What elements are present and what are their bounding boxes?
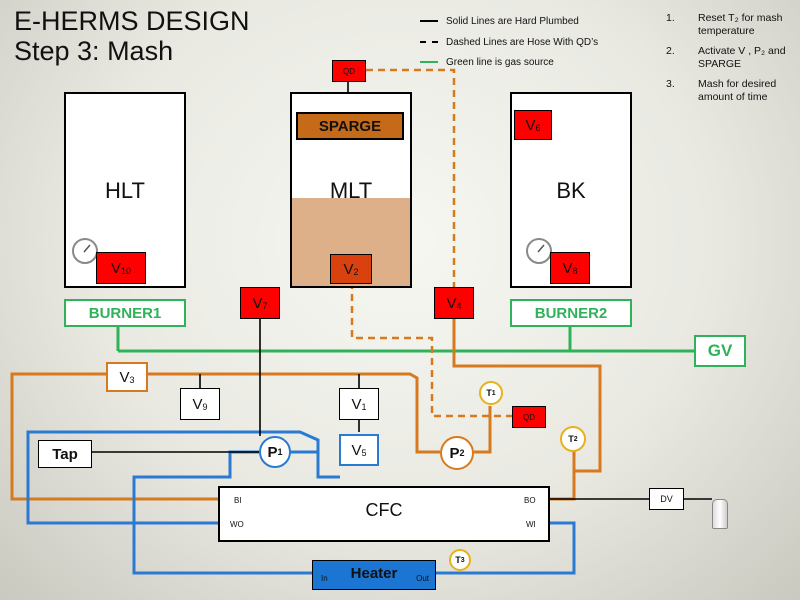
gas-line [116,327,694,353]
step-1: 1. Reset T₂ for mash temperature [666,12,796,38]
legend-green-text: Green line is gas source [446,57,554,68]
temp-t1-sub: 1 [491,389,496,397]
cfc-port-bo: BO [524,496,536,505]
heater-label: Heater [350,565,398,582]
valve-v8-name: V [562,259,573,277]
valve-v1-name: V [351,395,362,413]
solid-line-swatch [420,20,438,23]
temp-t3-sub: 3 [460,556,465,564]
legend-dashed-text: Dashed Lines are Hose With QD’s [446,37,599,48]
legend-solid: Solid Lines are Hard Plumbed [420,16,579,27]
step-text: Activate V , P₂ and SPARGE [698,45,786,70]
gas-valve[interactable]: GV [694,335,746,367]
tap-box[interactable]: Tap [38,440,92,468]
temp-t3-name: T [455,555,461,565]
valve-v5-name: V [351,441,362,459]
temp-t2-sub: 2 [573,435,578,443]
drain-valve[interactable]: DV [649,488,684,510]
bk-label: BK [556,178,586,203]
legend-dashed: Dashed Lines are Hose With QD’s [420,37,598,48]
cfc-port-wo: WO [230,520,244,529]
valve-v1-sub: 1 [361,402,367,412]
page-title: E-HERMS DESIGN [14,6,250,36]
water-bottle-icon [712,499,728,529]
valve-v3-sub: 3 [129,375,135,385]
qd-top[interactable]: QD [332,60,366,82]
legend-solid-text: Solid Lines are Hard Plumbed [446,16,579,27]
counterflow-chiller[interactable]: CFC BI WO BO WI [218,486,550,542]
wort-lines [10,318,602,501]
step-list: 1. Reset T₂ for mash temperature 2. Activa… [666,12,796,111]
dial-gauge-icon [526,238,552,264]
hlt-label: HLT [105,178,145,203]
step-number: 2. [666,45,675,57]
valve-v9-name: V [192,395,203,413]
valve-v6-name: V [525,116,536,134]
valve-v10-name: V [110,259,121,277]
heater-in-label: In [321,574,328,583]
qd-bottom[interactable]: QD [512,406,546,428]
legend-green: Green line is gas source [420,57,554,68]
pump-p1-name: P [267,443,278,461]
dial-gauge-icon [72,238,98,264]
burner2-box[interactable]: BURNER2 [510,299,632,327]
burner1-box[interactable]: BURNER1 [64,299,186,327]
valve-v7-name: V [252,294,263,312]
cfc-port-bi: BI [234,496,242,505]
page-subtitle: Step 3: Mash [14,36,174,66]
dashed-line-swatch [420,41,438,44]
temp-t2-name: T [568,434,574,444]
valve-v9-sub: 9 [202,402,208,412]
pump-p2-name: P [449,444,460,462]
step-3: 3. Mash for desired amount of time [666,78,796,104]
step-text: Reset T₂ for mash temperature [698,12,783,37]
valve-v3-name: V [119,368,130,386]
cfc-port-wi: WI [526,520,536,529]
valve-v4-sub: 4 [456,301,462,311]
mlt-label: MLT [329,178,373,203]
step-2: 2. Activate V , P₂ and SPARGE [666,45,796,71]
pump-p1-sub: 1 [277,447,283,457]
valve-v4-name: V [446,294,457,312]
valve-v10-sub: 10 [121,266,132,276]
valve-v2-name: V [343,260,354,278]
hose-lines [350,68,512,418]
valve-v8-sub: 8 [572,266,578,276]
pump-p2-sub: 2 [459,448,465,458]
valve-v6-sub: 6 [535,123,541,133]
sparge-arm[interactable]: SPARGE [296,112,404,140]
heater-out-label: Out [416,574,429,583]
temp-t1-name: T [486,388,492,398]
valve-v2-sub: 2 [353,267,359,277]
green-line-swatch [420,61,438,64]
valve-v5-sub: 5 [361,448,367,458]
valve-v7-sub: 7 [262,301,268,311]
step-number: 3. [666,78,675,90]
step-number: 1. [666,12,675,24]
cfc-label: CFC [365,500,403,520]
heater[interactable]: In Heater Out [312,560,436,590]
step-text: Mash for desired amount of time [698,78,777,103]
